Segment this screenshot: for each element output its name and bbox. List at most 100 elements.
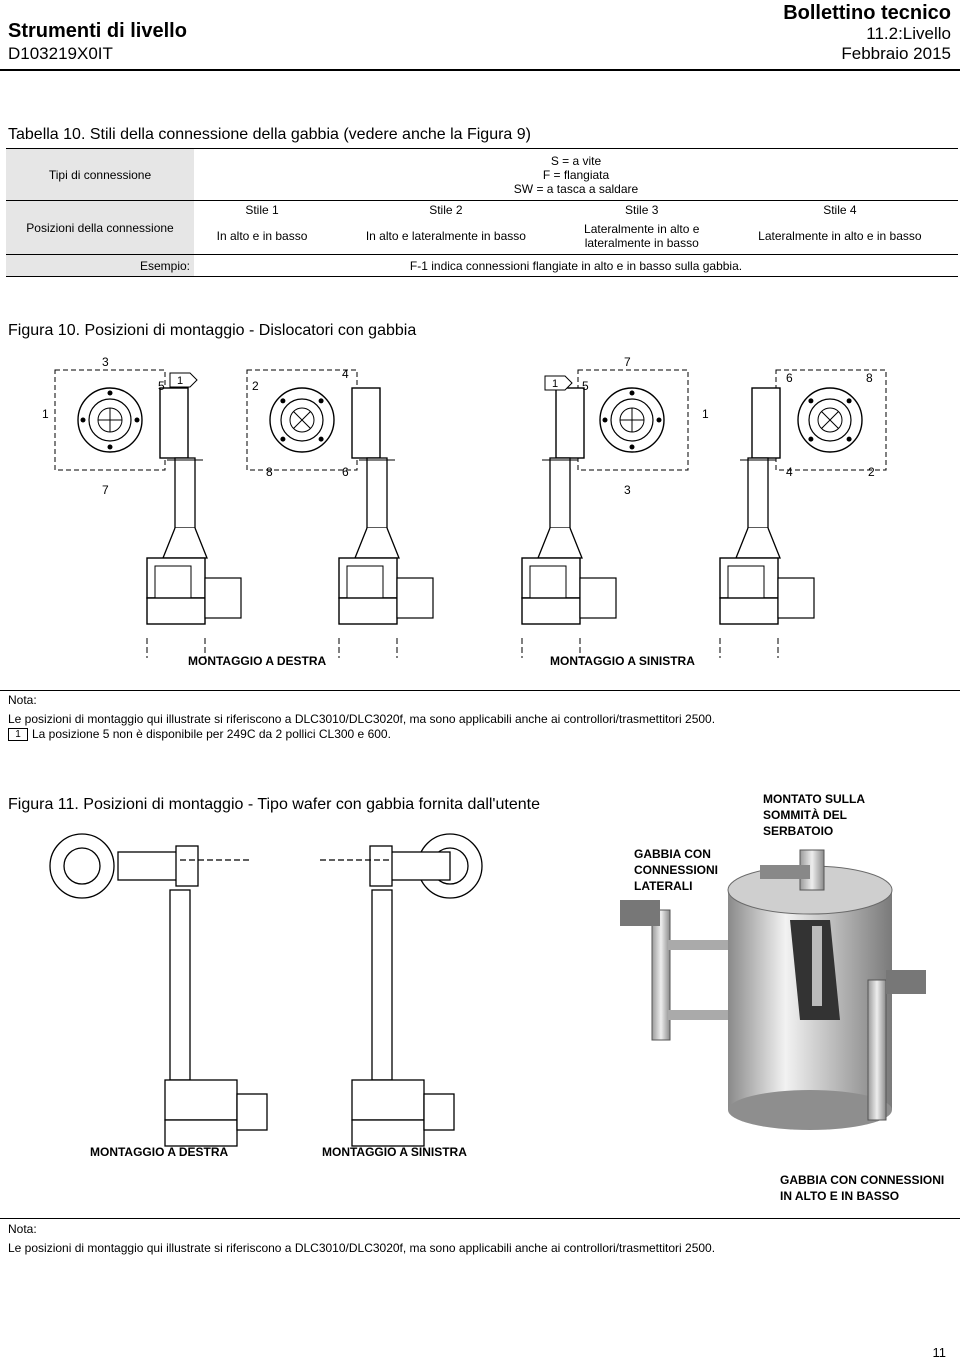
side-cage-upper-nozzle bbox=[668, 940, 728, 950]
note-title: Nota: bbox=[8, 693, 37, 707]
fig10-label-left-mount: MONTAGGIO A SINISTRA bbox=[550, 654, 695, 668]
displacer-3-flange bbox=[599, 387, 665, 453]
side-cage-lower-nozzle bbox=[668, 1010, 728, 1020]
bottom-cage-controller bbox=[886, 970, 926, 994]
fig11-label-left-mount: MONTAGGIO A SINISTRA bbox=[322, 1145, 467, 1159]
label-side-line-1: GABBIA CON bbox=[634, 847, 711, 861]
callout-marker-d3 bbox=[544, 375, 573, 391]
callout-d3-c: 5 bbox=[582, 379, 589, 393]
displacer-2-body bbox=[338, 457, 434, 658]
figure10-drawing: 3 5 1 1 7 2 4 8 6 7 1 5 3 1 6 8 4 2 bbox=[42, 355, 887, 658]
label-side-line-2: CONNESSIONI bbox=[634, 863, 719, 877]
callout-d2-d: 6 bbox=[342, 465, 349, 479]
tank-bottom bbox=[728, 1090, 892, 1130]
style-3-desc: Lateralmente in alto e lateralmente in b… bbox=[584, 222, 700, 251]
callout-d1-a: 3 bbox=[102, 355, 109, 369]
callout-d2-c: 8 bbox=[266, 465, 273, 479]
internal-displacer bbox=[812, 926, 822, 1006]
displacer-2-cage-flange bbox=[351, 387, 381, 459]
note-line-2: La posizione 5 non è disponibile per 249… bbox=[32, 727, 391, 741]
table-caption: Tabella 10. Stili della connessione dell… bbox=[8, 126, 531, 143]
displacer-1-body bbox=[146, 457, 242, 658]
displacer-3-cage-flange bbox=[555, 387, 585, 459]
connection-types-cell: S = a vite F = flangiata SW = a tasca a … bbox=[194, 149, 958, 201]
header-rule bbox=[0, 69, 960, 71]
style-4-desc: Lateralmente in alto e in basso bbox=[758, 229, 922, 244]
callout-d4-a: 6 bbox=[786, 371, 793, 385]
document-title: Strumenti di livello bbox=[8, 20, 187, 42]
callout-d4-d: 2 bbox=[868, 465, 875, 479]
fig11-label-side-connections: GABBIA CON CONNESSIONI LATERALI bbox=[634, 846, 718, 894]
bulletin-title: Bollettino tecnico bbox=[783, 2, 951, 24]
label-bottom-line-2: IN ALTO E IN BASSO bbox=[780, 1189, 900, 1203]
page-number: 11 bbox=[932, 1345, 947, 1360]
fig11-label-top-mount: MONTATO SULLA SOMMITÀ DEL SERBATOIO bbox=[763, 791, 865, 839]
fig11-label-top-bottom-cage: GABBIA CON CONNESSIONI IN ALTO E IN BASS… bbox=[780, 1172, 944, 1204]
type-socket-weld: SW = a tasca a saldare bbox=[513, 181, 639, 196]
row-label-positions: Posizioni della connessione bbox=[6, 200, 194, 255]
label-top-line-3: SERBATOIO bbox=[763, 824, 834, 838]
wafer-right-mount bbox=[49, 833, 268, 1147]
label-side-line-3: LATERALI bbox=[634, 879, 693, 893]
connection-styles-table: Tipi di connessione S = a vite F = flang… bbox=[6, 148, 958, 277]
displacer-1-flange bbox=[77, 387, 143, 453]
fig10-label-right-mount: MONTAGGIO A DESTRA bbox=[188, 654, 327, 668]
style-1-desc: In alto e in basso bbox=[216, 229, 308, 244]
callout-marker-d1 bbox=[169, 372, 198, 388]
note-rule-1 bbox=[0, 690, 960, 691]
callout-d2-a: 2 bbox=[252, 379, 259, 393]
figure11-note: Nota: Le posizioni di montaggio qui illu… bbox=[8, 1222, 948, 1256]
figure10-caption: Figura 10. Posizioni di montaggio - Disl… bbox=[8, 322, 417, 339]
callout-d3-d: 3 bbox=[624, 483, 631, 497]
figure10-note: Nota: Le posizioni di montaggio qui illu… bbox=[8, 693, 948, 742]
note-line-2-row: 1 La posizione 5 non è disponibile per 2… bbox=[8, 727, 948, 742]
example-text: F-1 indica connessioni flangiate in alto… bbox=[409, 258, 743, 273]
bottom-cage bbox=[867, 979, 887, 1121]
side-cage bbox=[651, 909, 671, 1041]
type-screwed: S = a vite bbox=[550, 153, 602, 168]
displacer-4-cage-flange bbox=[751, 387, 781, 459]
callout-d1-e: 7 bbox=[102, 483, 109, 497]
wafer-left-mount bbox=[320, 833, 483, 1147]
fig11-label-right-mount: MONTAGGIO A DESTRA bbox=[90, 1145, 229, 1159]
callout-d3-e: 1 bbox=[702, 407, 709, 421]
callout-d1-d: 1 bbox=[42, 407, 49, 421]
note-line-1: Le posizioni di montaggio qui illustrate… bbox=[8, 712, 716, 726]
style-3: Stile 3 bbox=[625, 202, 659, 217]
displacer-2-flange bbox=[256, 374, 348, 466]
callout-d4-c: 4 bbox=[786, 465, 793, 479]
bulletin-date: Febbraio 2015 bbox=[841, 44, 951, 63]
callout-d3-a: 7 bbox=[624, 355, 631, 369]
displacer-1-cage-flange bbox=[159, 387, 189, 459]
note2-line-1: Le posizioni di montaggio qui illustrate… bbox=[8, 1241, 716, 1255]
side-cage-controller bbox=[620, 900, 660, 926]
note-marker: 1 bbox=[8, 728, 28, 741]
displacer-4-body bbox=[719, 457, 815, 658]
callout-d1-c: 1 bbox=[177, 375, 183, 387]
displacer-4-outline bbox=[775, 369, 887, 471]
note-rule-2 bbox=[0, 1218, 960, 1219]
bulletin-section: 11.2:Livello bbox=[866, 24, 951, 43]
row-label-types: Tipi di connessione bbox=[6, 148, 194, 201]
type-flanged: F = flangiata bbox=[542, 167, 610, 182]
style-1: Stile 1 bbox=[245, 202, 279, 217]
note2-title: Nota: bbox=[8, 1222, 37, 1236]
label-bottom-line-1: GABBIA CON CONNESSIONI bbox=[780, 1173, 945, 1187]
figure11-drawing bbox=[49, 833, 926, 1147]
label-top-line-1: MONTATO SULLA bbox=[763, 792, 865, 806]
callout-d3-b: 1 bbox=[552, 378, 558, 390]
displacer-3-body bbox=[521, 457, 617, 658]
top-mount-controller bbox=[760, 865, 810, 879]
callout-d1-b: 5 bbox=[158, 379, 165, 393]
callout-d2-b: 4 bbox=[342, 367, 349, 381]
displacer-4-flange bbox=[784, 374, 876, 466]
tank-illustration bbox=[620, 849, 926, 1130]
style-2-desc: In alto e lateralmente in basso bbox=[365, 229, 526, 244]
row-label-example: Esempio: bbox=[6, 254, 194, 277]
document-code: D103219X0IT bbox=[8, 44, 113, 63]
label-top-line-2: SOMMITÀ DEL bbox=[763, 808, 847, 822]
style-2: Stile 2 bbox=[429, 202, 463, 217]
figure11-caption: Figura 11. Posizioni di montaggio - Tipo… bbox=[8, 796, 540, 813]
style-4: Stile 4 bbox=[823, 202, 857, 217]
callout-d4-b: 8 bbox=[866, 371, 873, 385]
